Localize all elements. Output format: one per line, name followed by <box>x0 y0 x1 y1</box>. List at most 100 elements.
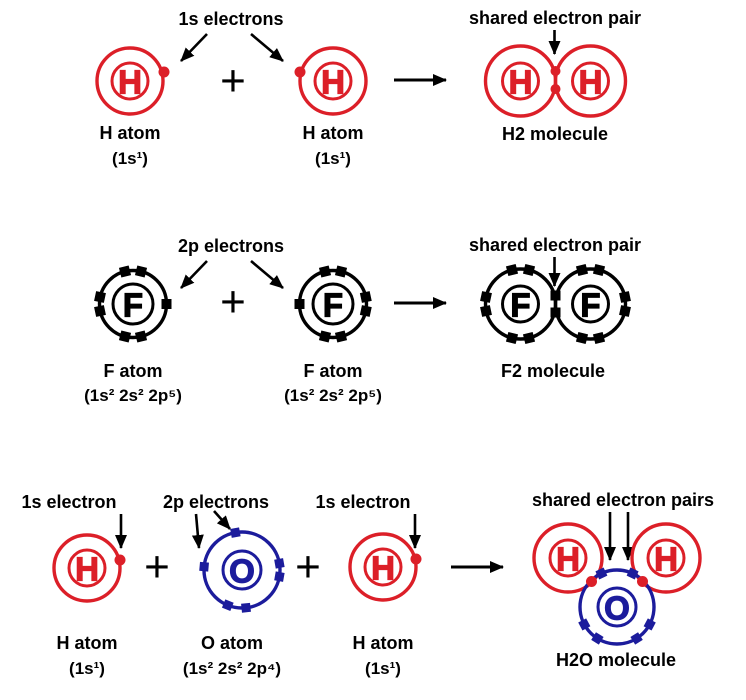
atom-symbol: H <box>556 541 580 578</box>
electron-square <box>134 330 148 343</box>
electron-square <box>578 618 591 631</box>
electron-dot <box>294 66 306 78</box>
atom-symbol: H <box>654 541 678 578</box>
shared-electron-square <box>550 290 561 301</box>
atom-name-label: H atom <box>302 123 363 143</box>
nucleus-circle <box>111 282 155 326</box>
nucleus-circle <box>571 284 610 324</box>
electron-square <box>134 265 148 278</box>
electron-square <box>505 263 519 277</box>
nucleus-circle <box>571 61 610 101</box>
atom-symbol: H <box>118 64 142 101</box>
plus-operator: + <box>144 543 170 592</box>
electron-square <box>199 561 209 572</box>
molecule-label: H2O molecule <box>556 650 676 670</box>
o-atom: O <box>199 527 285 613</box>
plus-operator: + <box>295 543 321 592</box>
plus-operator: + <box>220 57 246 106</box>
h-atom-right: H <box>348 532 422 602</box>
nucleus-circle <box>67 548 107 588</box>
atom-name-label: F atom <box>303 361 362 381</box>
shared-electron-dot <box>637 576 648 587</box>
electron-square <box>522 263 536 277</box>
electron-shell <box>532 522 604 594</box>
electron-square <box>630 632 643 645</box>
electron-config-label: (1s² 2s² 2p⁵) <box>84 386 182 405</box>
h-atom-left: H <box>52 533 126 603</box>
row-h2: 1s electrons H + H shared electron pair … <box>95 8 641 168</box>
plus-operator: + <box>220 278 246 327</box>
electron-shell <box>630 522 702 594</box>
electron-square <box>480 305 492 317</box>
nucleus-circle <box>596 586 638 628</box>
h-atom-left: H <box>95 46 170 116</box>
electron-shell <box>553 44 628 118</box>
electron-square <box>359 305 372 317</box>
annotation-1s-electrons: 1s electrons <box>178 9 283 29</box>
electron-config-label: (1s² 2s² 2p⁴) <box>183 659 281 678</box>
atom-symbol: F <box>123 287 143 324</box>
molecule-label: H2 molecule <box>502 124 608 144</box>
row-h2o: 1s electron 2p electrons 1s electron H +… <box>21 490 714 678</box>
electron-dot <box>114 554 126 566</box>
f-atom-right: F <box>294 265 372 343</box>
molecule-label: F2 molecule <box>501 361 605 381</box>
electron-square <box>94 291 106 303</box>
electron-shell <box>298 46 368 116</box>
annotation-arrow <box>250 260 284 289</box>
electron-config-label: (1s² 2s² 2p⁵) <box>284 386 382 405</box>
electron-square <box>359 291 372 303</box>
electron-square <box>318 330 332 343</box>
h-atom-right: H <box>294 46 368 116</box>
shared-electron-square <box>595 567 608 580</box>
electron-shell <box>95 46 165 116</box>
atom-name-label: H atom <box>99 123 160 143</box>
electron-square <box>334 330 348 343</box>
electron-shell <box>348 532 418 602</box>
atom-name-label: F atom <box>103 361 162 381</box>
electron-square <box>619 291 631 303</box>
shared-electron-dot <box>550 84 561 94</box>
nucleus-circle <box>646 538 686 578</box>
atom-name-label: H atom <box>352 633 413 653</box>
electron-square <box>161 299 172 309</box>
f2-molecule: F F <box>480 263 631 345</box>
electron-square <box>591 632 604 645</box>
electron-square <box>241 602 251 613</box>
electron-config-label: (1s¹) <box>112 149 148 168</box>
atom-symbol: O <box>229 553 255 590</box>
shared-electron-pair-label: shared electron pair <box>469 235 641 255</box>
electron-config-label: (1s¹) <box>365 659 401 678</box>
nucleus-circle <box>313 61 353 101</box>
annotation-2p-electrons: 2p electrons <box>178 236 284 256</box>
shared-electron-dot <box>586 576 597 587</box>
electron-square <box>118 330 132 343</box>
shared-electron-square <box>626 567 639 580</box>
atom-symbol: H <box>321 64 345 101</box>
annotation-1s-electron-left: 1s electron <box>21 492 116 512</box>
nucleus-circle <box>110 61 150 101</box>
electron-square <box>221 599 234 612</box>
electron-square <box>643 618 656 631</box>
annotation-arrow <box>213 510 231 530</box>
electron-shell <box>553 267 628 341</box>
atom-symbol: H <box>75 551 99 588</box>
f-atom-left: F <box>94 265 172 343</box>
electron-square <box>318 265 332 278</box>
annotation-arrow <box>250 33 284 62</box>
electron-square <box>274 558 285 569</box>
atom-symbol: F <box>510 287 530 324</box>
electron-dot <box>410 553 422 565</box>
row-f2: 2p electrons F + F <box>84 235 641 405</box>
atom-name-label: H atom <box>56 633 117 653</box>
nucleus-circle <box>311 282 355 326</box>
electron-square <box>522 331 536 345</box>
nucleus-circle <box>363 547 403 587</box>
electron-square <box>274 571 285 582</box>
annotation-1s-electron-right: 1s electron <box>315 492 410 512</box>
atom-symbol: F <box>580 287 600 324</box>
electron-square <box>575 263 589 277</box>
shared-electron-dot <box>550 66 561 76</box>
shared-electron-pairs-label: shared electron pairs <box>532 490 714 510</box>
